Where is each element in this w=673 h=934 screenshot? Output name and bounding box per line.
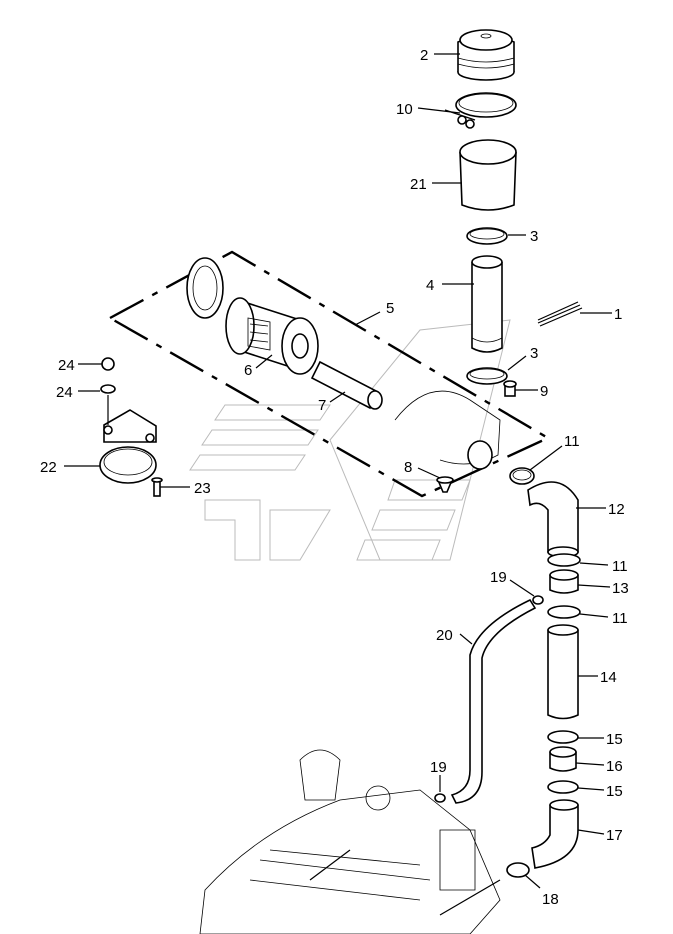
label-11-mid: 11 xyxy=(612,558,628,575)
pre-cleaner-cap xyxy=(457,29,515,81)
hose-clamp-upper xyxy=(466,227,508,245)
lower-coupler xyxy=(547,730,579,794)
lower-elbow-hose xyxy=(531,799,579,869)
label-3-lower: 3 xyxy=(530,345,538,362)
vacuator-valve xyxy=(436,476,454,493)
engine-outline xyxy=(199,749,501,934)
hose-clamp-lower xyxy=(466,367,508,385)
label-23: 23 xyxy=(194,480,211,497)
label-8: 8 xyxy=(404,459,412,476)
label-13: 13 xyxy=(612,580,629,597)
label-10: 10 xyxy=(396,101,413,118)
label-4: 4 xyxy=(426,277,434,294)
label-11-elbow: 11 xyxy=(564,433,580,450)
filter-element xyxy=(225,297,319,375)
label-15-upper: 15 xyxy=(606,731,623,748)
vertical-pipe xyxy=(547,624,579,720)
label-22: 22 xyxy=(40,459,57,476)
band-clamp xyxy=(444,92,517,129)
part-labels: 2 10 21 3 4 1 5 3 9 6 7 24 24 22 23 8 11… xyxy=(40,47,629,908)
label-20: 20 xyxy=(436,627,453,644)
air-cleaner-housing xyxy=(107,250,551,498)
label-11-low: 11 xyxy=(612,610,628,627)
intake-sleeve xyxy=(459,139,517,211)
watermark-logo xyxy=(189,319,511,561)
coupler-assembly xyxy=(547,553,581,619)
label-12: 12 xyxy=(608,501,625,518)
label-17: 17 xyxy=(606,827,623,844)
leader-lines xyxy=(64,53,612,916)
label-24-washer: 24 xyxy=(56,384,73,401)
hose-clamp-elbow xyxy=(509,467,535,485)
vent-hose xyxy=(434,595,544,804)
safety-element xyxy=(310,360,383,410)
label-2: 2 xyxy=(420,47,428,64)
label-15-lower: 15 xyxy=(606,783,623,800)
label-19-upper: 19 xyxy=(490,569,507,586)
label-24-nut: 24 xyxy=(58,357,75,374)
label-14: 14 xyxy=(600,669,617,686)
label-16: 16 xyxy=(606,758,623,775)
label-1: 1 xyxy=(614,306,622,323)
label-7: 7 xyxy=(318,397,326,414)
label-19-lower: 19 xyxy=(430,759,447,776)
label-18: 18 xyxy=(542,891,559,908)
label-3-upper: 3 xyxy=(530,228,538,245)
label-6: 6 xyxy=(244,362,252,379)
service-indicator-strip xyxy=(537,301,583,327)
label-21: 21 xyxy=(410,176,427,193)
elbow-hose xyxy=(527,481,579,558)
label-5: 5 xyxy=(386,300,394,317)
label-9: 9 xyxy=(540,383,548,400)
intake-pipe xyxy=(471,255,503,353)
indicator-fitting xyxy=(503,380,517,397)
mounting-bracket xyxy=(99,357,163,497)
hose-clamp-bottom xyxy=(506,862,530,878)
